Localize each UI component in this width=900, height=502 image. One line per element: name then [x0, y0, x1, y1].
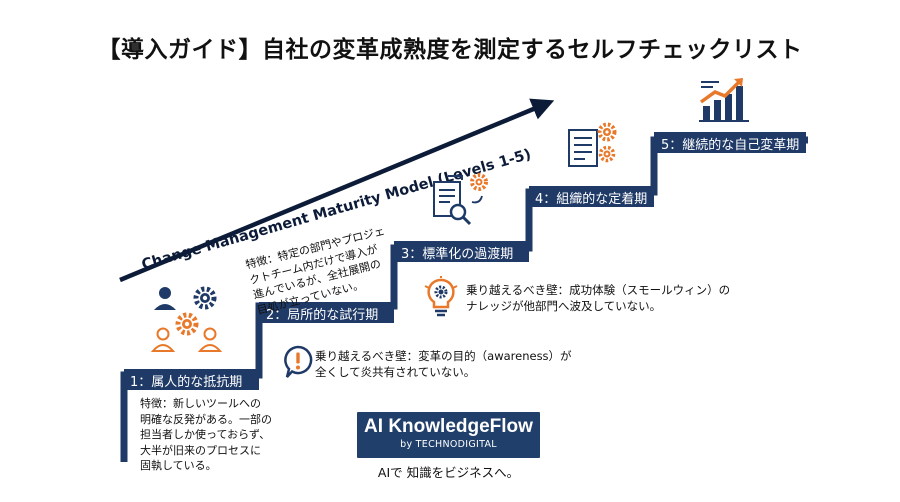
- logo-tagline: AIで 知識をビジネスへ。: [377, 465, 520, 480]
- logo-by: by TECHNODIGITAL: [400, 439, 497, 450]
- level-3-bar: [394, 241, 529, 262]
- wall-note-1: 乗り越えるべき壁：変革の目的（awareness）が 全くして炎共有されていない…: [315, 349, 572, 379]
- level-3-label: 3：標準化の過渡期: [401, 247, 514, 262]
- maturity-arrow: [119, 98, 555, 283]
- level-5-label: 5：継続的な自己変革期: [661, 138, 800, 153]
- level-4-label: 4：組織的な定着期: [535, 192, 648, 207]
- document-search-icon: [433, 173, 488, 226]
- level-2-bar: [259, 302, 394, 323]
- exclamation-bubble-icon: [284, 345, 313, 378]
- logo-name: AI KnowledgeFlow: [364, 416, 533, 437]
- team-gears-icon: [150, 286, 223, 352]
- checklist-gear-icon: [568, 122, 617, 167]
- level-1-label: 1：属人的な抵抗期: [130, 375, 243, 390]
- level-4-bar: [529, 186, 654, 207]
- brand-logo: AI KnowledgeFlow by TECHNODIGITAL: [357, 412, 540, 458]
- wall-note-2: 乗り越えるべき壁：成功体験（スモールウィン）の ナレッジが他部門へ波及していない…: [466, 283, 731, 313]
- level-5-bar: [654, 132, 806, 153]
- lightbulb-gear-icon: [424, 276, 458, 317]
- growth-chart-icon: [699, 78, 749, 122]
- level-2-label: 2：局所的な試行期: [266, 308, 379, 323]
- level-1-note: 特徴：新しいツールへの 明確な反発がある。一部の 担当者しか使っておらず、 大半…: [140, 397, 272, 472]
- page-title: 【導入ガイド】自社の変革成熟度を測定するセルフチェックリスト: [97, 37, 803, 63]
- level-1-bar: [124, 369, 259, 390]
